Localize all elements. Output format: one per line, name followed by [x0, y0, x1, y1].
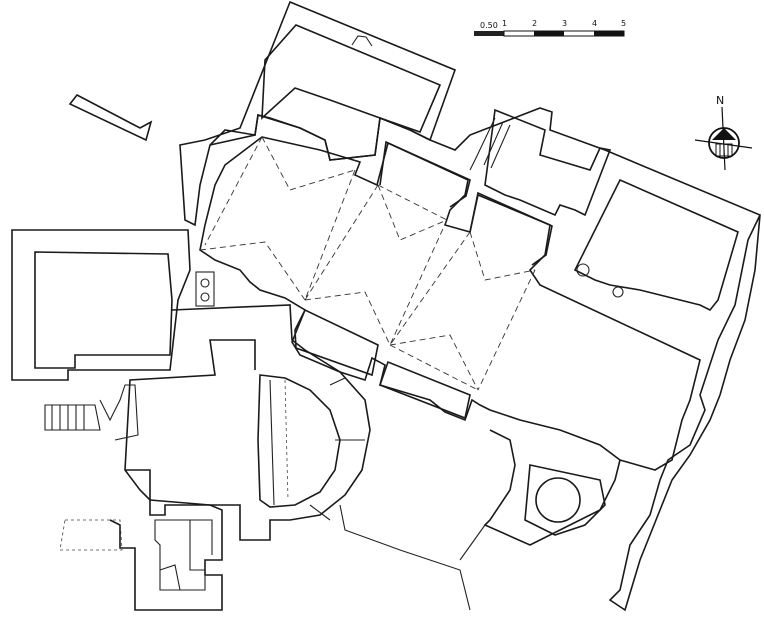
ground-lines [339, 504, 486, 611]
scale-label-3: 3 [562, 19, 567, 28]
north-arrow-icon: N [694, 94, 753, 171]
east-rooms [469, 108, 739, 312]
southwest-ruins [44, 384, 223, 611]
central-nave [199, 107, 762, 612]
scale-label-050: 0.50 [480, 21, 498, 30]
scale-label-1: 1 [502, 19, 507, 28]
north-label: N [716, 94, 724, 107]
scale-label-5: 5 [621, 19, 626, 28]
piers [294, 140, 553, 420]
apse [124, 304, 371, 541]
north-room [179, 0, 457, 227]
west-annex [11, 229, 215, 381]
detached-wall [68, 93, 153, 142]
scale-label-2: 2 [532, 19, 537, 28]
scale-bar: 0.50 1 2 3 4 5 [474, 19, 626, 37]
south-chapel [483, 429, 621, 546]
scale-label-4: 4 [592, 19, 597, 28]
